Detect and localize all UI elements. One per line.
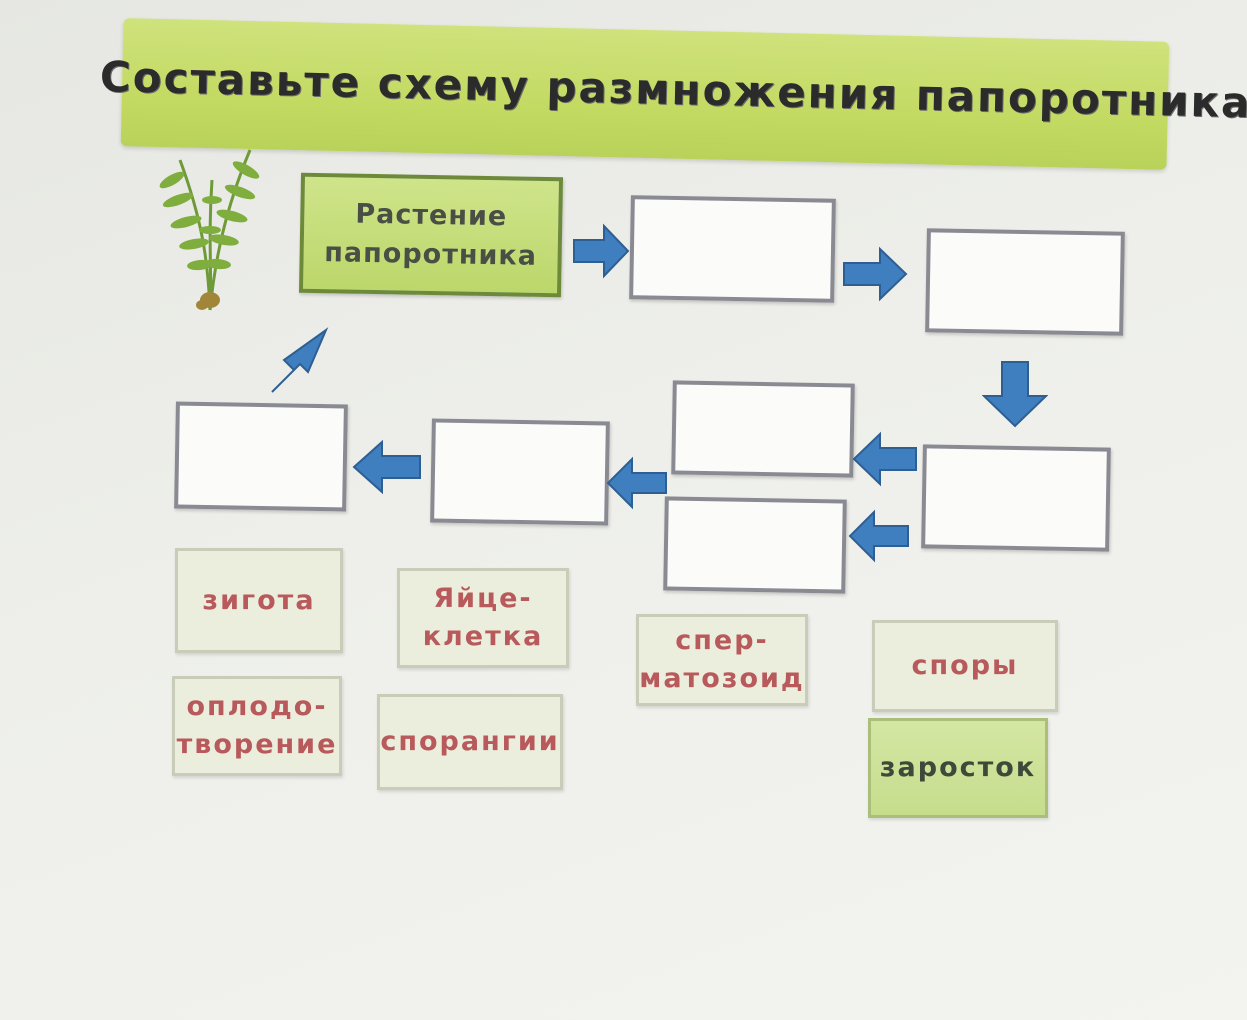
card-prothallus[interactable]: заросток bbox=[868, 718, 1048, 818]
arrow-icon bbox=[573, 223, 630, 279]
arrow-icon bbox=[843, 246, 908, 302]
arrow-icon bbox=[982, 361, 1048, 428]
card-egg-cell-label: Яйце- клетка bbox=[422, 583, 544, 652]
card-prothallus-label: заросток bbox=[879, 752, 1037, 784]
drop-slot-1[interactable] bbox=[629, 195, 836, 303]
arrow-icon bbox=[848, 509, 909, 563]
card-zygote[interactable]: зигота bbox=[175, 548, 343, 653]
plant-box-label: Растение папоротника bbox=[324, 198, 538, 272]
drop-slot-6[interactable] bbox=[430, 418, 610, 526]
card-spores-label: споры bbox=[911, 650, 1019, 682]
drop-slot-7[interactable] bbox=[174, 401, 348, 512]
plant-box: Растение папоротника bbox=[298, 172, 564, 298]
drop-slot-2[interactable] bbox=[925, 228, 1125, 336]
arrow-icon bbox=[606, 456, 667, 510]
card-sperm[interactable]: спер- матозоид bbox=[636, 614, 808, 706]
fern-icon bbox=[159, 149, 260, 311]
arrow-icon bbox=[852, 431, 917, 487]
card-sporangia[interactable]: спорангии bbox=[377, 694, 563, 790]
arrow-icon bbox=[271, 327, 329, 393]
drop-slot-5[interactable] bbox=[663, 496, 847, 594]
drop-slot-3[interactable] bbox=[921, 444, 1111, 552]
card-fertilization[interactable]: оплодо- творение bbox=[172, 676, 342, 776]
card-sperm-label: спер- матозоид bbox=[639, 625, 805, 694]
drop-slot-4[interactable] bbox=[671, 380, 855, 478]
card-egg-cell[interactable]: Яйце- клетка bbox=[397, 568, 569, 668]
card-fertilization-label: оплодо- творение bbox=[176, 691, 338, 760]
arrow-icon bbox=[352, 439, 421, 495]
card-zygote-label: зигота bbox=[202, 584, 316, 616]
card-spores[interactable]: споры bbox=[872, 620, 1058, 712]
card-sporangia-label: спорангии bbox=[380, 726, 560, 758]
